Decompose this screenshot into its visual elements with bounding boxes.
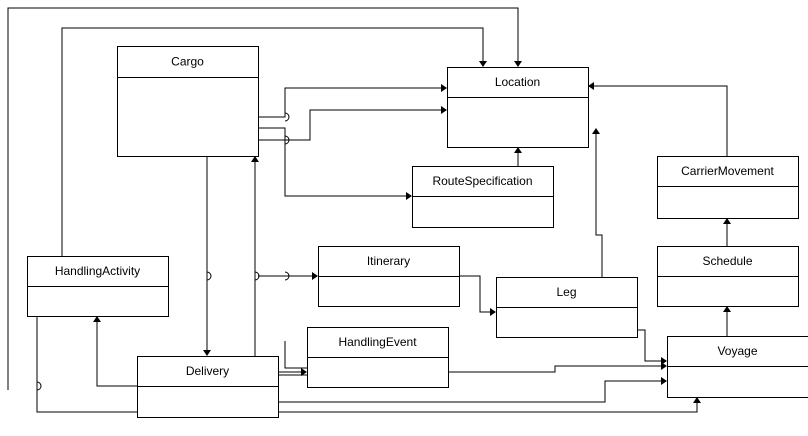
- class-box-delivery[interactable]: Delivery: [137, 356, 279, 418]
- line-hop-arc: [284, 135, 290, 145]
- edge-voyage-to-schedule: [723, 306, 731, 336]
- class-box-leg[interactable]: Leg: [496, 277, 638, 338]
- arrow-head-icon: [661, 377, 667, 385]
- class-box-outline: [657, 156, 799, 219]
- edge-cargo-to-routespecification: [258, 127, 412, 200]
- edge-cargo-to-delivery: [203, 156, 211, 356]
- class-box-handlingactivity[interactable]: HandlingActivity: [27, 256, 169, 317]
- arrow-head-icon: [661, 362, 667, 370]
- class-box-location[interactable]: Location: [447, 67, 589, 148]
- class-box-voyage[interactable]: Voyage: [667, 336, 808, 398]
- class-box-outline: [447, 67, 589, 148]
- class-name-label: Cargo: [171, 55, 204, 69]
- class-name-label: HandlingEvent: [338, 335, 417, 349]
- edge-cargo-to-location: [258, 84, 447, 118]
- line-hop-arc: [284, 112, 290, 122]
- line-hop-arc: [284, 271, 290, 281]
- edge-delivery-to-handlingactivity: [93, 316, 137, 387]
- class-name-label: HandlingActivity: [55, 264, 140, 278]
- line-hop-arc: [254, 271, 260, 281]
- edge-delivery-to-handlingevent: [278, 368, 307, 376]
- class-name-label: Location: [495, 75, 540, 89]
- edge-cargo-to-location: [258, 106, 447, 141]
- edge-handlingevent-to-location: [284, 341, 307, 369]
- arrow-head-icon: [479, 61, 487, 67]
- class-name-label: Voyage: [717, 344, 757, 358]
- edges-layer: [7, 7, 731, 413]
- arrow-head-icon: [723, 306, 731, 312]
- arrow-head-icon: [723, 218, 731, 224]
- class-name-label: Itinerary: [367, 254, 410, 268]
- edge-itinerary-to-leg: [459, 275, 496, 316]
- edge-leg-to-voyage: [637, 329, 667, 365]
- arrow-head-icon: [514, 61, 522, 67]
- edge-delivery-to-voyage: [278, 377, 667, 403]
- edge-cargo-to-itinerary: [258, 272, 318, 280]
- line-hop-arc: [206, 271, 212, 281]
- class-box-routespecification[interactable]: RouteSpecification: [412, 166, 554, 228]
- arrow-head-icon: [693, 397, 701, 403]
- line-hop-arc: [36, 381, 42, 391]
- class-name-label: RouteSpecification: [432, 174, 532, 188]
- class-box-outline: [117, 46, 259, 157]
- line-hops-layer: [36, 112, 290, 391]
- edge-delivery-to-cargo: [251, 156, 259, 356]
- edge-carriermovement-to-location: [588, 82, 728, 156]
- arrow-head-icon: [592, 128, 600, 134]
- edge-leg-to-location: [592, 128, 603, 277]
- edge-routespecification-to-location: [514, 147, 522, 166]
- edge-handlingactivity-outer-to-location: [7, 7, 522, 390]
- arrow-head-icon: [312, 272, 318, 280]
- arrow-head-icon: [514, 147, 522, 153]
- arrow-head-icon: [441, 84, 447, 92]
- class-name-label: CarrierMovement: [681, 164, 774, 178]
- arrow-head-icon: [441, 106, 447, 114]
- class-name-label: Leg: [556, 285, 576, 299]
- class-name-label: Schedule: [702, 254, 752, 268]
- edge-handlingevent-to-voyage: [448, 362, 667, 373]
- arrow-head-icon: [93, 316, 101, 322]
- class-box-itinerary[interactable]: Itinerary: [318, 246, 460, 307]
- arrow-head-icon: [588, 82, 594, 90]
- edge-schedule-to-carriermovement: [723, 218, 731, 246]
- class-box-schedule[interactable]: Schedule: [657, 246, 799, 307]
- class-box-carriermovement[interactable]: CarrierMovement: [657, 156, 799, 219]
- arrow-head-icon: [301, 368, 307, 376]
- class-box-cargo[interactable]: Cargo: [117, 46, 259, 157]
- class-name-label: Delivery: [186, 364, 229, 378]
- edge-handlingactivity-to-voyage: [36, 316, 701, 413]
- arrow-head-icon: [490, 308, 496, 316]
- edge-handlingactivity-to-location: [61, 27, 487, 256]
- class-box-handlingevent[interactable]: HandlingEvent: [307, 327, 449, 388]
- arrow-head-icon: [203, 350, 211, 356]
- arrow-head-icon: [406, 192, 412, 200]
- arrow-head-icon: [251, 156, 259, 162]
